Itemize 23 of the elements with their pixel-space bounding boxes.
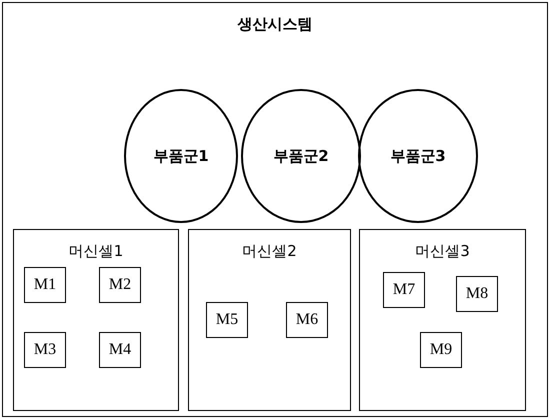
machine-box: M9	[420, 332, 462, 368]
part-group-circle	[358, 89, 478, 223]
part-group-label: 부품군3	[390, 146, 446, 167]
machine-box: M1	[24, 267, 66, 303]
part-group-label: 부품군1	[153, 146, 209, 167]
cell-label: 머신셀3	[414, 241, 471, 262]
machine-box: M2	[99, 267, 141, 303]
part-group-label: 부품군2	[273, 146, 329, 167]
machine-box: M4	[99, 332, 141, 368]
part-group-circle	[241, 89, 361, 223]
machine-cell-box	[359, 229, 526, 411]
machine-box: M7	[383, 272, 425, 308]
machine-box: M6	[286, 302, 328, 338]
machine-box: M8	[456, 276, 498, 312]
title-text: 생산시스템	[236, 14, 314, 35]
part-group-circle	[124, 89, 238, 223]
cell-label: 머신셀2	[241, 241, 298, 262]
machine-cell-box	[13, 229, 179, 411]
system-frame	[2, 2, 548, 417]
cell-label: 머신셀1	[68, 241, 124, 262]
machine-box: M5	[206, 302, 248, 338]
machine-box: M3	[24, 332, 66, 368]
machine-cell-box	[188, 229, 351, 411]
